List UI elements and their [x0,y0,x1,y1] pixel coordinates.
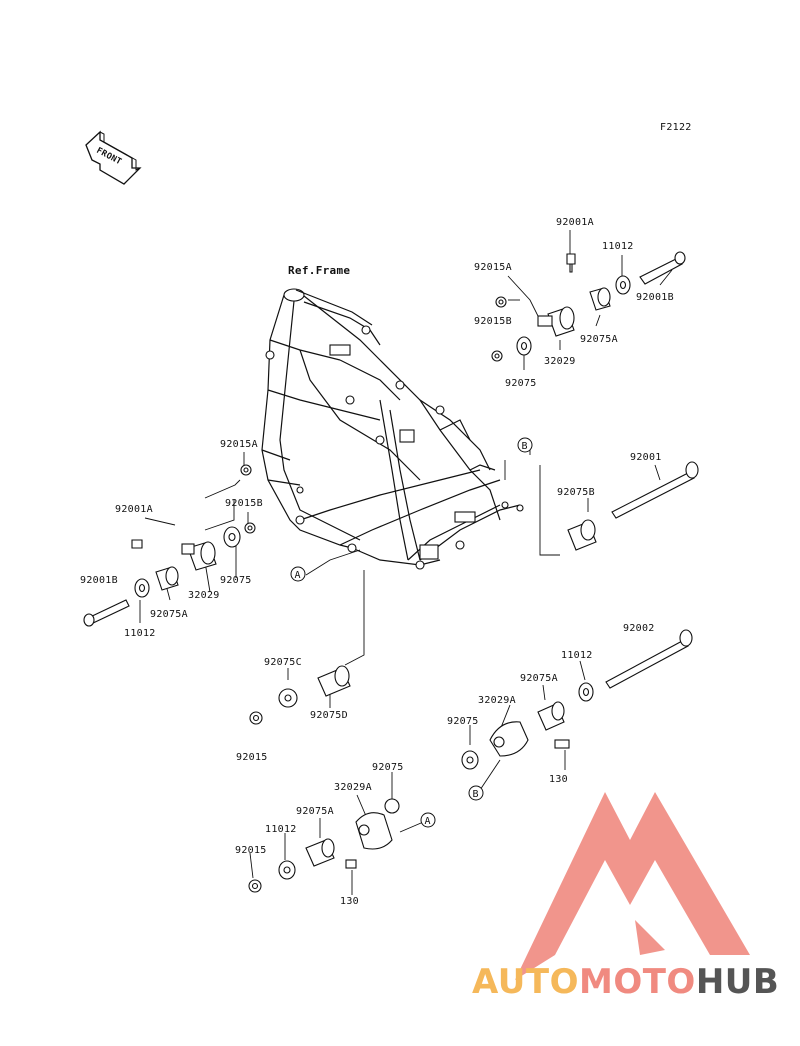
part-label: 130 [340,896,359,907]
part-label: 92001 [630,452,662,463]
brand-auto: AUTO [472,962,579,1002]
part-label: 92015A [474,262,512,273]
part-label: 92001A [115,504,153,515]
part-label: 130 [549,774,568,785]
part-label: 92001B [80,575,118,586]
callout-b-upper-label: B [522,441,528,452]
part-label: 92015 [235,845,267,856]
part-label: 92075A [520,673,558,684]
motorcycle-frame [261,288,524,570]
part-label: 92075 [372,762,404,773]
part-label: 11012 [124,628,156,639]
part-label: 92075 [220,575,252,586]
automotohub-logo [515,792,750,980]
part-label: 92015B [474,316,512,327]
part-label: 92075 [505,378,537,389]
part-label: 92015B [225,498,263,509]
part-label: 92075B [557,487,595,498]
part-label: 32029A [478,695,516,706]
brand-moto: MOTO [578,962,696,1002]
leader-lines [139,230,673,895]
part-label: 92001A [556,217,594,228]
part-label: 92002 [623,623,655,634]
part-label: 11012 [561,650,593,661]
callout-b-lower-label: B [473,789,479,800]
part-label: 32029A [334,782,372,793]
figure-code: F2122 [660,122,692,133]
part-label: 92001B [636,292,674,303]
part-label: 32029 [188,590,220,601]
part-label: 92075D [310,710,348,721]
brand-wordmark: AUTOMOTOHUB [472,962,779,1002]
part-label: 92015 [236,752,268,763]
brand-hub: HUB [695,962,780,1002]
part-label: 11012 [265,824,297,835]
part-label: 92075C [264,657,302,668]
front-arrow-icon: FRONT [85,130,142,185]
callout-b-lower: B [468,785,484,801]
part-label: 11012 [602,241,634,252]
part-label: 92015A [220,439,258,450]
callout-a-lower: A [420,812,436,828]
frame-ref-label: Ref.Frame [288,264,350,277]
callout-a-lower-label: A [425,816,431,827]
part-labels: 92001A 11012 92015A 92001B 92015B 92075A… [80,217,674,907]
part-label: 92075A [580,334,618,345]
callout-b-upper: B [517,437,533,453]
part-label: 92075A [296,806,334,817]
part-label: 92075 [447,716,479,727]
callout-a-upper-label: A [295,570,301,581]
part-label: 32029 [544,356,576,367]
hardware-parts [83,251,699,893]
callout-a-upper: A [290,566,306,582]
part-label: 92075A [150,609,188,620]
